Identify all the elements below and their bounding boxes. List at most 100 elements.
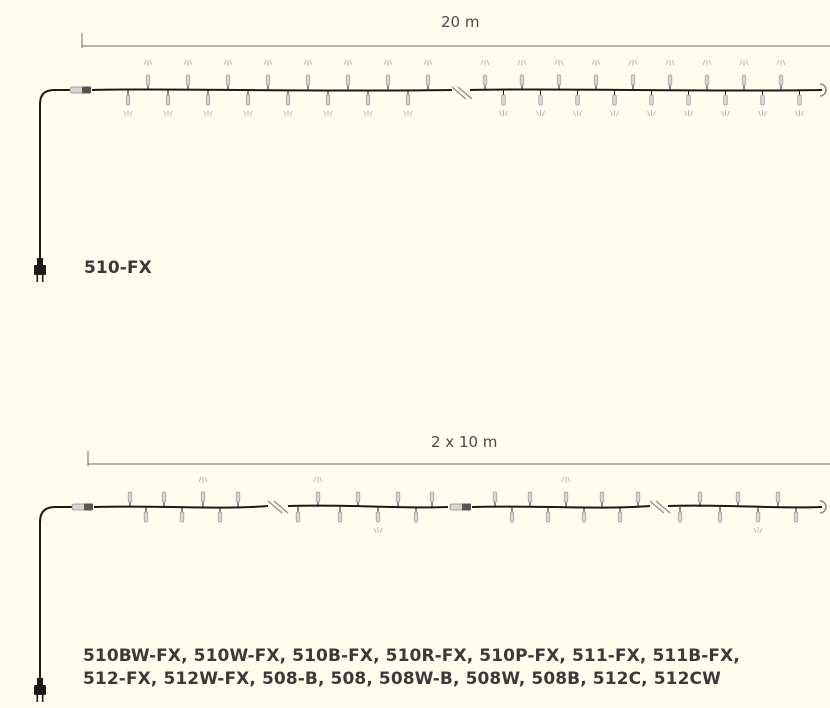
led-glow-icon xyxy=(343,59,353,66)
led-bulb-icon xyxy=(243,90,253,117)
led-bulb-icon xyxy=(383,59,393,90)
led-bulb-icon xyxy=(343,59,353,90)
led-bulb-icon xyxy=(429,491,435,507)
led-bulb-icon xyxy=(217,507,223,523)
led-glow-icon xyxy=(403,110,413,117)
led-bulb-icon xyxy=(313,476,323,507)
led-bulb-icon xyxy=(721,90,730,117)
led-glow-icon xyxy=(143,59,153,66)
led-glow-icon xyxy=(628,59,638,66)
led-bulb-icon xyxy=(198,476,208,507)
led-glow-icon xyxy=(684,110,693,117)
led-glow-icon xyxy=(313,476,323,483)
cable-segment-2 xyxy=(287,504,449,509)
dimension-line xyxy=(81,33,830,48)
led-bulb-icon xyxy=(395,491,401,507)
led-bulb-icon xyxy=(263,59,273,90)
end-cap-icon xyxy=(819,83,827,97)
led-bulb-icon xyxy=(684,90,693,117)
led-glow-icon xyxy=(739,59,749,66)
cable-break-icon xyxy=(649,500,671,514)
led-glow-icon xyxy=(591,59,601,66)
led-bulb-icon xyxy=(183,59,193,90)
led-bulb-icon xyxy=(647,90,656,117)
cable-segment-3 xyxy=(471,505,651,509)
cable-break-icon xyxy=(451,86,473,100)
led-glow-icon xyxy=(776,59,786,66)
led-glow-icon xyxy=(373,527,383,534)
led-bulb-icon xyxy=(499,90,508,117)
led-bulb-icon xyxy=(775,491,781,507)
led-bulb-icon xyxy=(554,59,564,90)
led-glow-icon xyxy=(795,110,804,117)
led-bulb-icon xyxy=(303,59,313,90)
led-glow-icon xyxy=(573,110,582,117)
top-product-label: 510-FX xyxy=(84,258,152,278)
led-bulb-icon xyxy=(163,90,173,117)
led-bulb-icon xyxy=(717,507,723,523)
led-glow-icon xyxy=(123,110,133,117)
led-bulb-icon xyxy=(363,90,373,117)
led-bulb-icon xyxy=(665,59,675,90)
led-glow-icon xyxy=(753,527,763,534)
led-glow-icon xyxy=(480,59,490,66)
cable-segment-2 xyxy=(469,88,823,92)
led-bulb-icon xyxy=(610,90,619,117)
led-bulb-icon xyxy=(492,491,498,507)
led-bulb-icon xyxy=(617,507,623,523)
led-bulb-icon xyxy=(793,507,799,523)
led-glow-icon xyxy=(283,110,293,117)
led-bulb-icon xyxy=(373,507,383,534)
led-glow-icon xyxy=(702,59,712,66)
led-glow-icon xyxy=(517,59,527,66)
led-glow-icon xyxy=(323,110,333,117)
connector-icon xyxy=(69,86,91,94)
led-bulb-icon xyxy=(480,59,490,90)
led-bulb-icon xyxy=(702,59,712,90)
led-glow-icon xyxy=(499,110,508,117)
led-bulb-icon xyxy=(527,491,533,507)
bottom-product-label-line1: 510BW-FX, 510W-FX, 510B-FX, 510R-FX, 510… xyxy=(83,646,740,666)
led-bulb-icon xyxy=(561,476,571,507)
led-bulb-icon xyxy=(355,491,361,507)
led-bulb-icon xyxy=(795,90,804,117)
led-bulb-icon xyxy=(591,59,601,90)
led-bulb-icon xyxy=(697,491,703,507)
plug-icon xyxy=(34,678,46,702)
led-bulb-icon xyxy=(127,491,133,507)
led-bulb-icon xyxy=(403,90,413,117)
led-glow-icon xyxy=(363,110,373,117)
led-bulb-icon xyxy=(283,90,293,117)
led-bulb-icon xyxy=(161,491,167,507)
cable-segment-4 xyxy=(667,504,823,509)
plug-icon xyxy=(34,258,46,282)
cable-segment-1 xyxy=(91,88,453,92)
top-length-label: 20 m xyxy=(441,13,480,31)
led-glow-icon xyxy=(536,110,545,117)
led-glow-icon xyxy=(561,476,571,483)
led-glow-icon xyxy=(263,59,273,66)
dimension-line xyxy=(87,451,830,466)
led-bulb-icon xyxy=(753,507,763,534)
connector-icon xyxy=(449,503,471,511)
power-cable xyxy=(39,506,73,678)
led-bulb-icon xyxy=(677,507,683,523)
led-bulb-icon xyxy=(123,90,133,117)
led-glow-icon xyxy=(554,59,564,66)
led-bulb-icon xyxy=(776,59,786,90)
led-bulb-icon xyxy=(179,507,185,523)
connector-icon xyxy=(71,503,93,511)
led-glow-icon xyxy=(610,110,619,117)
power-cable xyxy=(39,89,72,258)
led-bulb-icon xyxy=(337,507,343,523)
bottom-product-label: 510BW-FX, 510W-FX, 510B-FX, 510R-FX, 510… xyxy=(83,645,823,691)
led-glow-icon xyxy=(423,59,433,66)
led-bulb-icon xyxy=(739,59,749,90)
led-glow-icon xyxy=(721,110,730,117)
bottom-length-label: 2 x 10 m xyxy=(431,433,498,451)
led-bulb-icon xyxy=(413,507,419,523)
led-bulb-icon xyxy=(235,491,241,507)
led-glow-icon xyxy=(647,110,656,117)
led-bulb-icon xyxy=(143,59,153,90)
